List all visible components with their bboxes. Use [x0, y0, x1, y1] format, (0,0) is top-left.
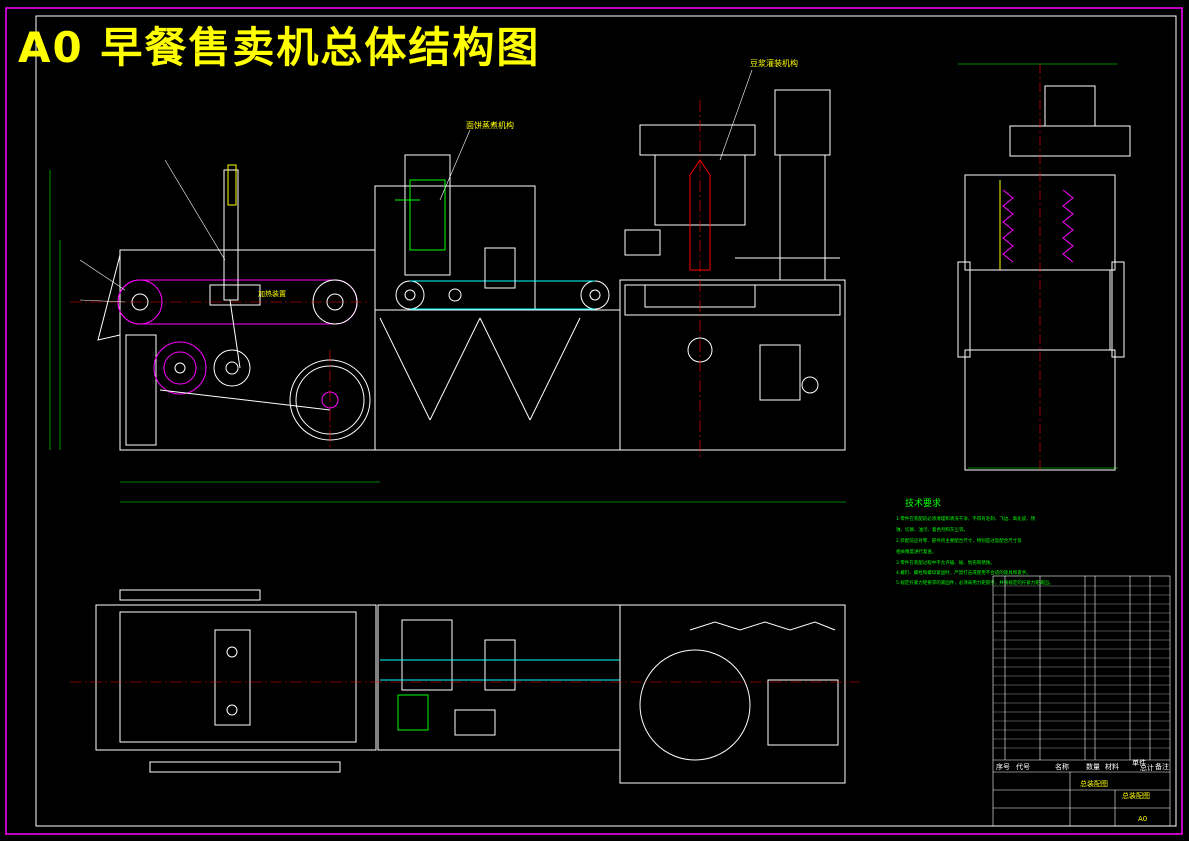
parts-list [992, 575, 1171, 827]
note-line: 蚀、切屑、油污、着色剂和灰尘等。 [896, 526, 968, 533]
belt-tag: 加热装置 [258, 289, 286, 298]
header-code: 代号 [1016, 762, 1030, 771]
top-view [70, 589, 860, 784]
header-total: 总计 [1140, 763, 1154, 772]
side-view [957, 63, 1131, 471]
front-view-right [619, 89, 846, 451]
header-material: 材料 [1105, 762, 1119, 771]
front-view-middle [374, 154, 621, 451]
header-remark: 备注 [1155, 762, 1169, 771]
sheet-size: A0 [1138, 815, 1147, 823]
leader-lines [79, 69, 753, 303]
header-unit: 单件 [1132, 758, 1146, 767]
note-line: 4.螺钉、螺栓和螺母紧固时，严禁打击或使用不合适的旋具和扳手。 [896, 569, 1031, 576]
note-line: 2.装配前应对零、部件的主要配合尺寸，特别是过盈配合尺寸及 [896, 537, 1022, 544]
notes-heading: 技术要求 [905, 497, 941, 509]
outer-border [5, 7, 1183, 835]
mech-left-callout: 面饼蒸煮机构 [466, 120, 514, 130]
note-line: 5.规定拧紧力矩要求的紧固件，必须采用力矩扳手，并按规定的拧紧力矩紧固。 [896, 579, 1053, 586]
mech-right-callout: 豆浆灌装机构 [750, 58, 798, 68]
header-no: 序号 [996, 762, 1010, 771]
note-line: 相关精度进行复查。 [896, 548, 937, 555]
drawing-name-2: 总装配图 [1122, 791, 1150, 800]
header-name: 名称 [1055, 762, 1069, 771]
note-line: 1.零件在装配前必须清理和清洗干净，不得有毛刺、飞边、氧化皮、锈 [896, 515, 1036, 522]
note-line: 3.零件在装配过程中不允许磕、碰、划伤和锈蚀。 [896, 559, 995, 566]
parts-list-rows [993, 585, 1170, 749]
drawing-name: 总装配图 [1080, 779, 1108, 788]
front-view [49, 164, 846, 503]
drawing-title: A0 早餐售卖机总体结构图 [18, 23, 541, 72]
header-qty: 数量 [1086, 762, 1100, 771]
inner-border [35, 15, 1177, 827]
